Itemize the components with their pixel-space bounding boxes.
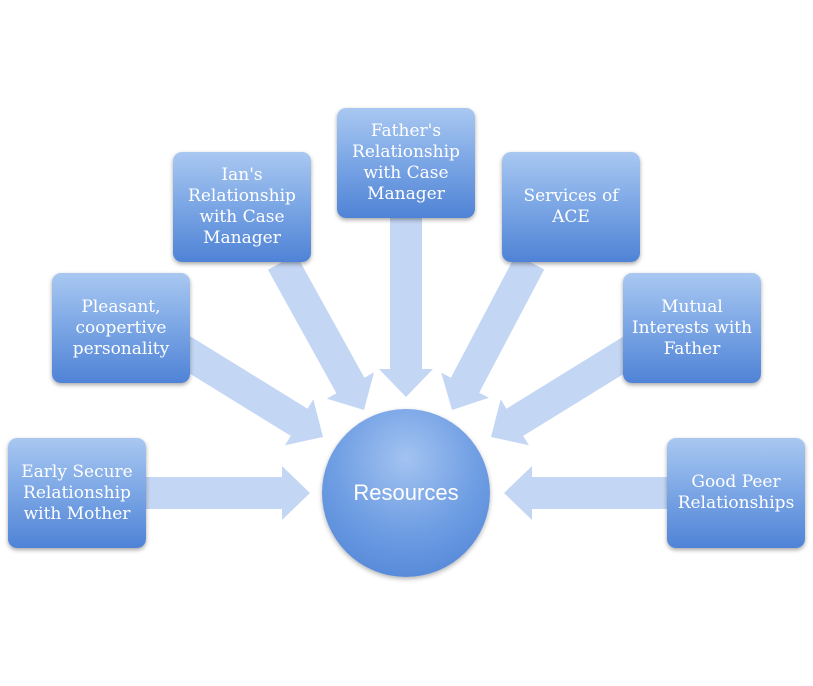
arrow-services-of-ace	[441, 254, 545, 410]
factor-good-peer-relationships: Good Peer Relationships	[667, 438, 805, 548]
factor-mutual-interests: Mutual Interests with Father	[623, 273, 761, 383]
factor-early-secure-relationship: Early Secure Relationship with Mother	[8, 438, 146, 548]
factor-services-of-ace: Services of ACE	[502, 152, 640, 262]
arrow-early-secure-relationship	[146, 466, 310, 520]
center-node: Resources	[322, 409, 490, 577]
factor-fathers-relationship: Father's Relationship with Case Manager	[337, 108, 475, 218]
factor-pleasant-personality: Pleasant, coopertive personality	[52, 273, 190, 383]
arrow-ians-relationship	[268, 254, 374, 410]
factor-ians-relationship: Ian's Relationship with Case Manager	[173, 152, 311, 262]
arrow-pleasant-personality	[173, 336, 323, 446]
arrow-good-peer-relationships	[504, 466, 667, 520]
arrow-mutual-interests	[491, 336, 641, 446]
arrow-group	[146, 218, 667, 520]
arrow-fathers-relationship	[379, 218, 433, 397]
